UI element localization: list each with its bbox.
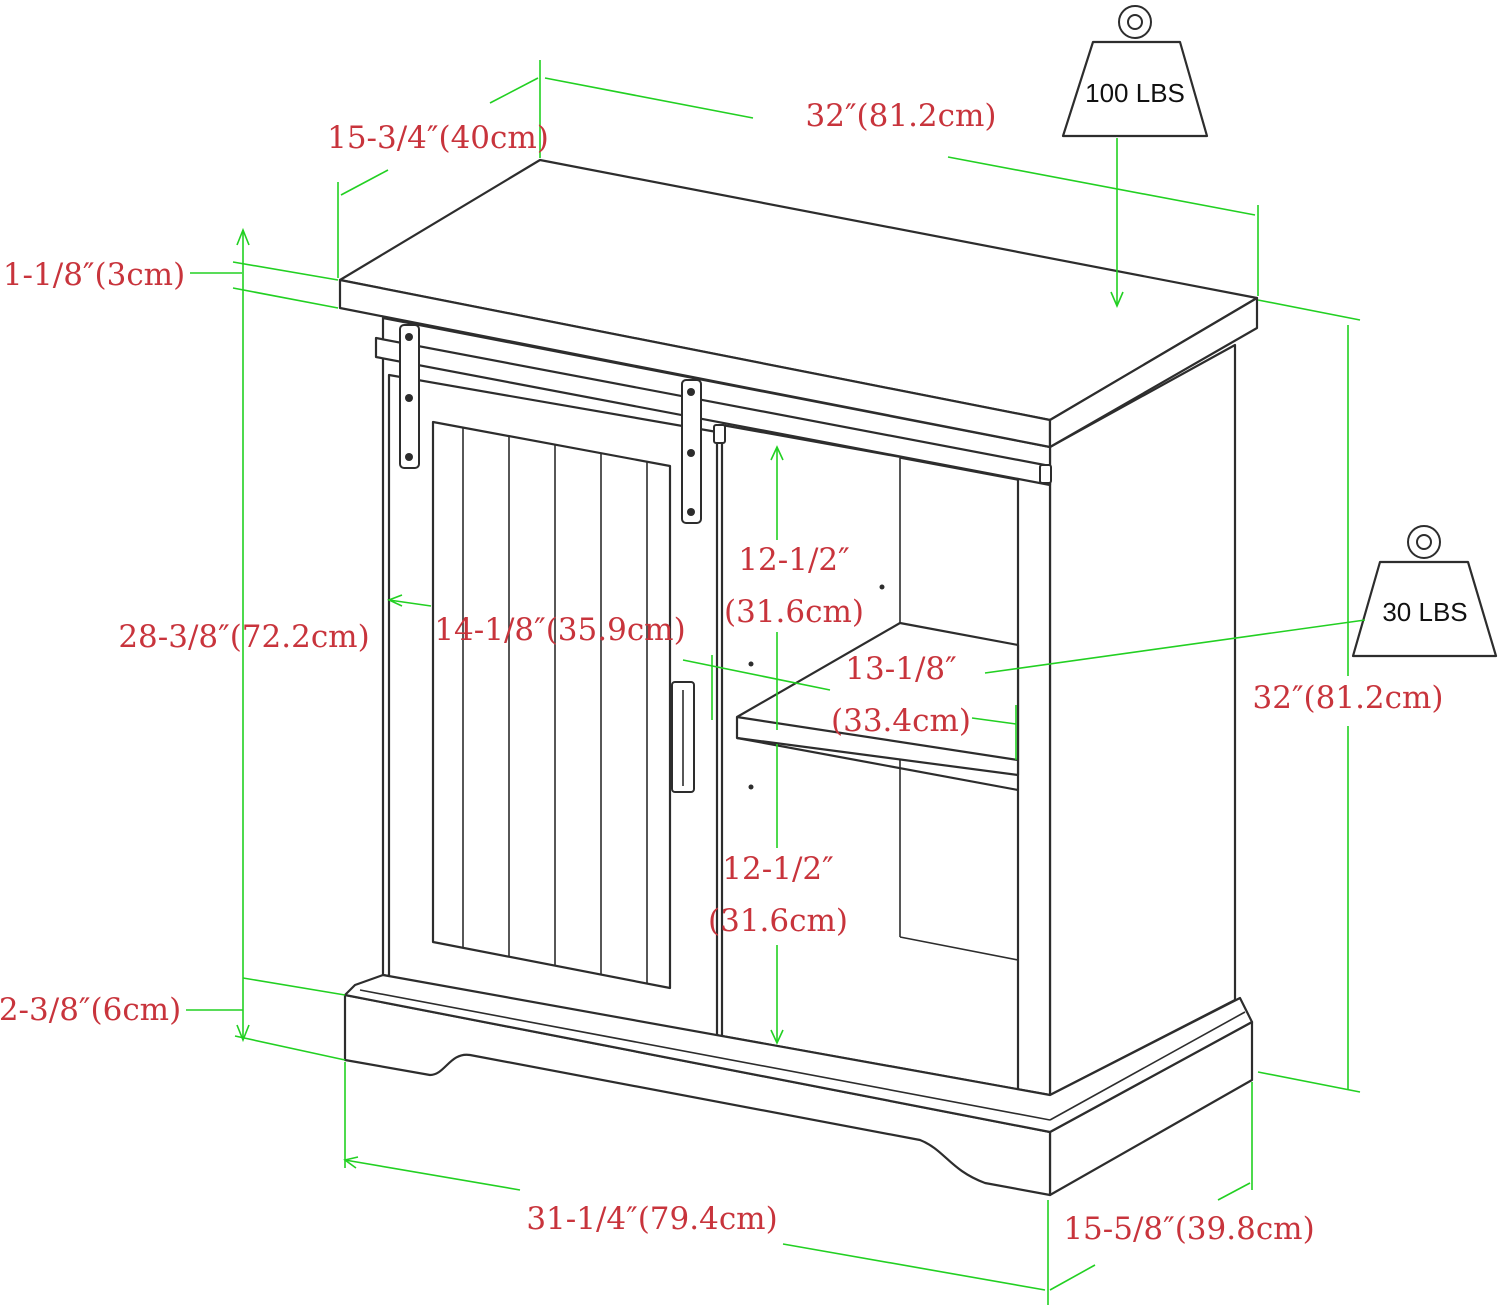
weight-shelf-label: 30 LBS [1382,597,1467,627]
dim-base-depth: 15-5/8″(39.8cm) [1063,1211,1314,1247]
dim-top-width: 32″(81.2cm) [806,98,997,134]
cabinet [338,158,1259,1197]
dim-upper-opening-1: 12-1/2″ [738,542,849,578]
dim-lower-opening-1: 12-1/2″ [722,851,833,887]
top-slab-side [1048,296,1259,449]
dim-upper-opening-2: (31.6cm) [724,594,864,630]
dim-top-thickness: 1-1/8″(3cm) [3,257,185,293]
door-panel [431,420,672,990]
dim-top-depth: 15-3/4″(40cm) [327,120,549,156]
base-trim [343,973,1254,1134]
dim-base-width: 31-1/4″(79.4cm) [526,1201,777,1237]
barn-door-rail [374,336,1052,487]
dim-door-width: 14-1/8″(35.9cm) [434,612,685,648]
weight-top-label: 100 LBS [1085,78,1185,108]
dim-lower-opening-2: (31.6cm) [708,903,848,939]
weight-100lbs: 100 LBS [1061,5,1209,138]
base-plinth-front [343,993,1052,1197]
dim-base-height: 2-3/8″(6cm) [0,992,181,1028]
right-side-panel [1048,343,1237,1097]
dimension-labels: 15-3/4″(40cm) 32″(81.2cm) 1-1/8″(3cm) 28… [0,98,1444,1247]
weight-30lbs: 30 LBS [1351,525,1498,658]
dim-body-height: 28-3/8″(72.2cm) [118,619,369,655]
shelf [735,621,1020,777]
dim-total-height: 32″(81.2cm) [1253,680,1444,716]
dim-shelf-depth-1: 13-1/8″ [845,651,956,687]
dimension-lines [186,60,1366,1305]
dim-shelf-depth-2: (33.4cm) [831,703,971,739]
